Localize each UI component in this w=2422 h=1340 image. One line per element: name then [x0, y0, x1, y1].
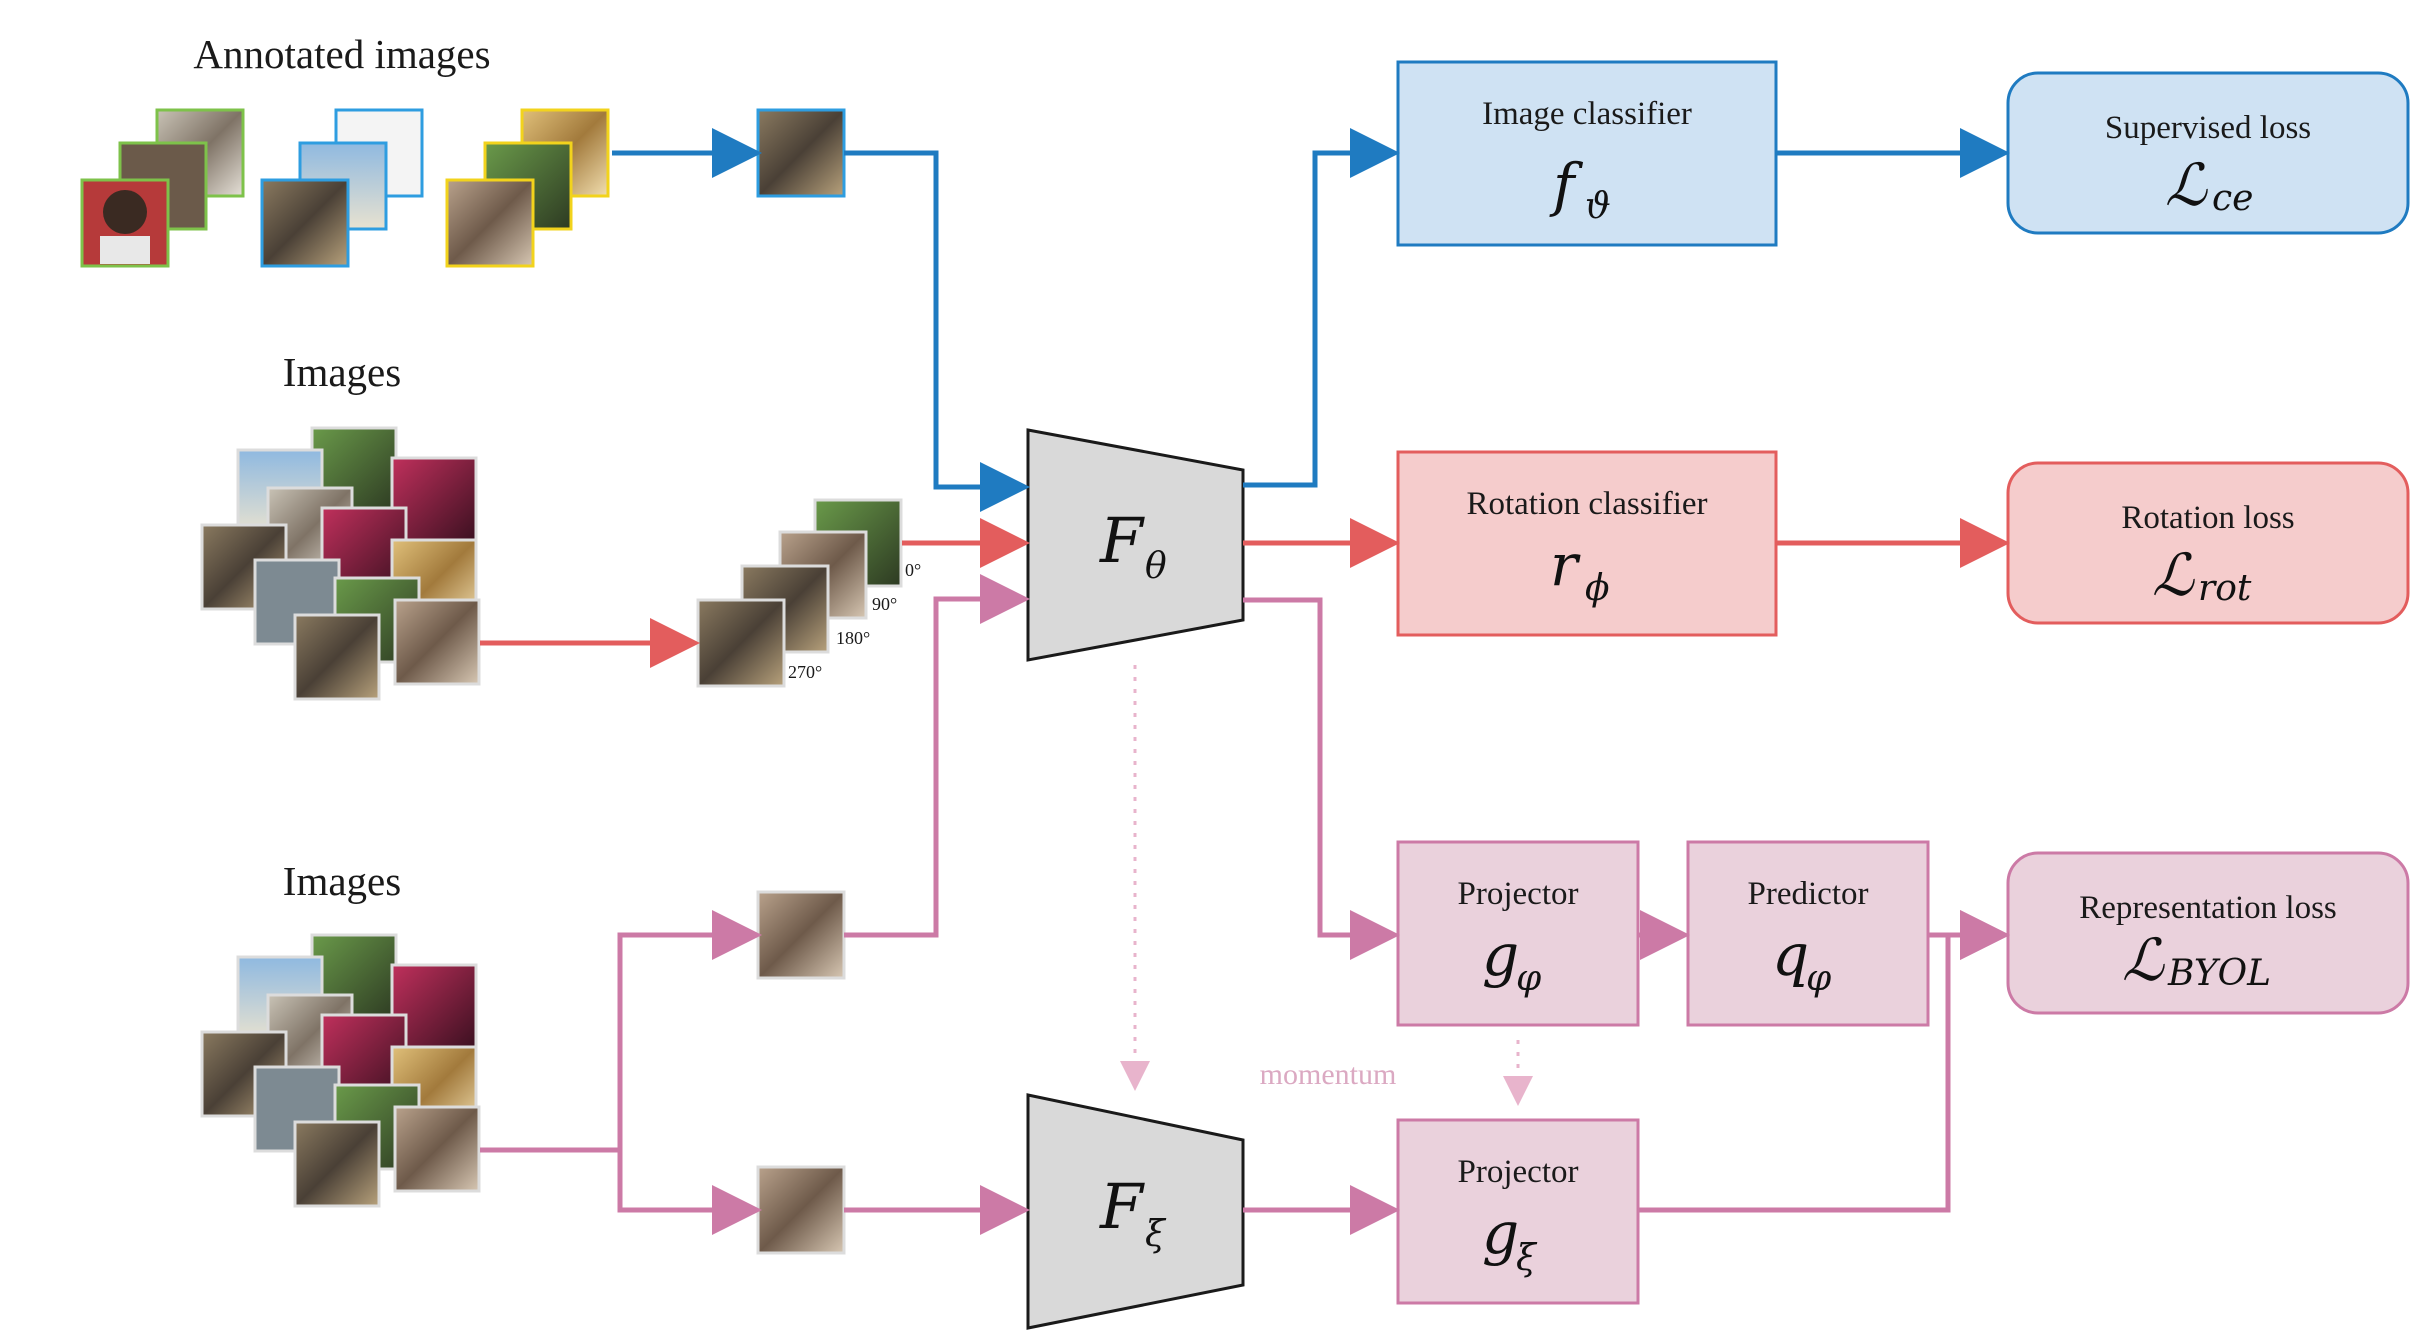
arrow-target-projector-to-representation-loss — [1638, 910, 2010, 1213]
rotation-loss-subscript: rot — [2198, 568, 2252, 609]
target-projector-symbol: g — [1482, 1199, 1519, 1267]
annotated-image-stack-elephant — [260, 108, 424, 268]
supervised-loss-label: Supervised loss — [2105, 110, 2311, 146]
arrow-selected-to-encoder — [844, 150, 1030, 512]
rotation-loss-label: Rotation loss — [2121, 500, 2294, 536]
online-encoder-symbol: F — [1099, 504, 1145, 577]
supervised-loss-subscript: ce — [2212, 178, 2253, 219]
supervised-loss-symbol: ℒ — [2165, 151, 2208, 219]
section-title-annotated: Annotated images — [193, 31, 490, 77]
representation-loss-label: Representation loss — [2079, 890, 2337, 926]
annotated-image-stack-person — [80, 108, 245, 268]
rotation-loss-box: Rotation loss ℒ rot — [2006, 461, 2410, 625]
momentum-links — [1120, 665, 1533, 1106]
predictor-label: Predictor — [1748, 876, 1869, 912]
section-title-images-rotation: Images — [283, 349, 401, 395]
section-title-images-byol: Images — [283, 858, 401, 904]
representation-loss-symbol: ℒ — [2122, 926, 2165, 994]
augmented-view-1 — [756, 890, 846, 980]
online-projector-label: Projector — [1458, 876, 1579, 912]
rotation-label-270: 270° — [788, 662, 822, 682]
image-classifier-subscript: ϑ — [1585, 186, 1611, 227]
predictor-subscript: φ — [1806, 958, 1832, 999]
rotated-image-stack — [696, 498, 903, 688]
target-projector-subscript: ξ — [1516, 1238, 1538, 1279]
arrow-view-1-to-online-encoder — [844, 574, 1030, 938]
online-encoder: F θ — [1026, 428, 1245, 662]
target-encoder: F ξ — [1026, 1093, 1245, 1330]
predictor-box: Predictor q φ — [1686, 840, 1930, 1027]
arrow-collage-to-view-2 — [617, 1150, 762, 1235]
rotation-label-0: 0° — [905, 560, 921, 580]
rotation-classifier-subscript: ϕ — [1585, 568, 1610, 609]
selected-annotated-image — [756, 108, 846, 198]
image-classifier-box: Image classifier f ϑ — [1396, 60, 1778, 247]
rotation-path — [480, 518, 2010, 668]
arrow-online-encoder-to-projector — [1243, 597, 1400, 960]
rotation-label-90: 90° — [872, 594, 897, 614]
rotation-classifier-box: Rotation classifier r ϕ — [1396, 450, 1778, 637]
image-classifier-label: Image classifier — [1482, 96, 1692, 132]
target-encoder-symbol: F — [1099, 1170, 1145, 1243]
target-projector-label: Projector — [1458, 1154, 1579, 1190]
online-projector-box: Projector g φ — [1396, 840, 1640, 1027]
online-projector-symbol: g — [1482, 921, 1519, 989]
augmented-view-2 — [756, 1165, 846, 1255]
annotated-image-stack-animal — [445, 108, 610, 268]
online-projector-subscript: φ — [1516, 958, 1542, 999]
byol-path — [480, 574, 2010, 1235]
supervised-loss-box: Supervised loss ℒ ce — [2006, 71, 2410, 235]
predictor-symbol: q — [1772, 921, 1809, 989]
representation-loss-box: Representation loss ℒ BYOL — [2006, 851, 2410, 1015]
image-collage-rotation — [200, 426, 481, 701]
arrow-collage-to-view-1 — [480, 910, 762, 1153]
rotation-classifier-symbol: r — [1550, 531, 1581, 599]
rotation-loss-symbol: ℒ — [2152, 541, 2195, 609]
representation-loss-subscript: BYOL — [2167, 953, 2271, 994]
target-encoder-subscript: ξ — [1145, 1214, 1167, 1255]
target-projector-box: Projector g ξ — [1396, 1118, 1640, 1305]
rotation-classifier-label: Rotation classifier — [1466, 486, 1707, 522]
image-collage-byol — [200, 933, 481, 1208]
online-encoder-subscript: θ — [1145, 546, 1167, 587]
supervised-path — [612, 128, 2010, 512]
arrow-encoder-to-image-classifier — [1243, 128, 1400, 488]
momentum-label: momentum — [1260, 1058, 1397, 1091]
rotation-label-180: 180° — [836, 628, 870, 648]
